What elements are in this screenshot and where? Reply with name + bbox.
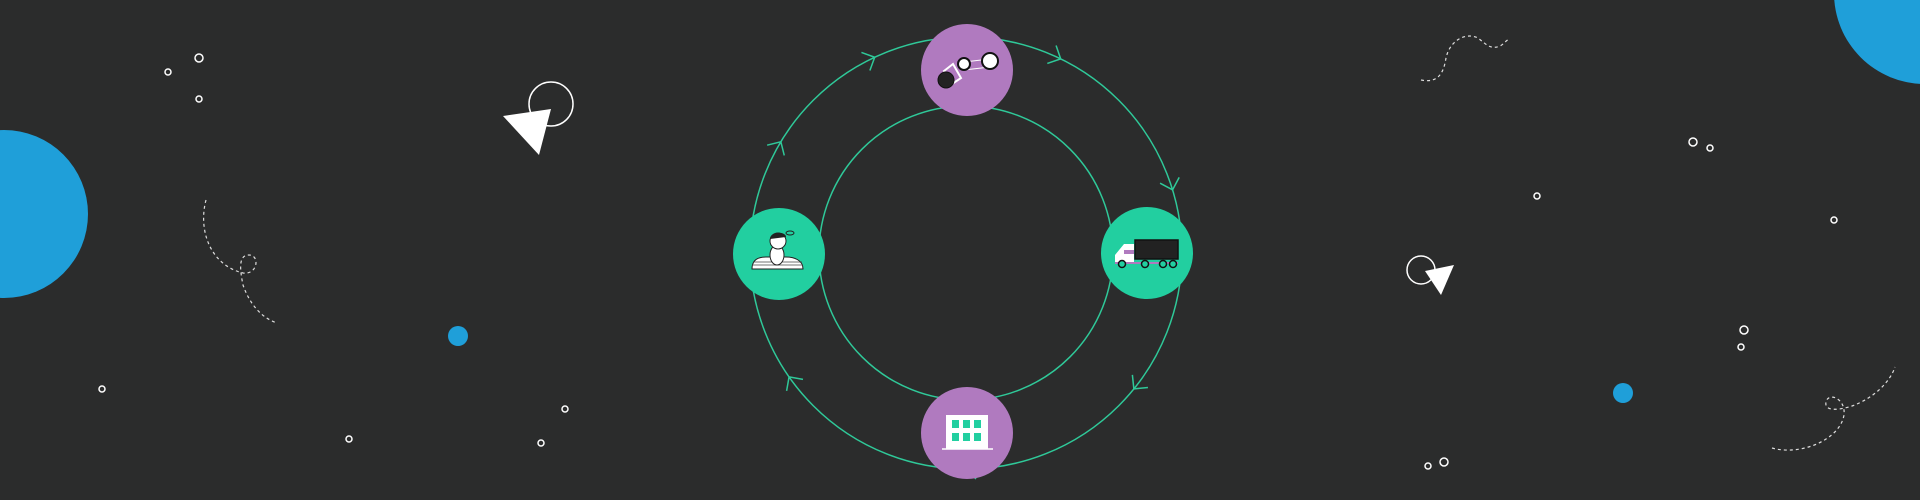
ring-dot: [1424, 462, 1432, 470]
ring-dot: [561, 405, 569, 413]
truck-icon: [1115, 239, 1179, 269]
cycle-arrow-chevron-icon: [1159, 177, 1180, 191]
ring-dot: [195, 95, 203, 103]
ring-dot: [194, 53, 204, 63]
ring-dot: [1706, 144, 1714, 152]
ring-dot: [537, 439, 545, 447]
ring-dot: [164, 68, 172, 76]
small-rings-right: [1424, 137, 1838, 470]
small-rings-left: [98, 53, 569, 447]
ring-dot: [1439, 457, 1449, 467]
ring-dot: [1830, 216, 1838, 224]
cycle-node-left: [733, 208, 825, 300]
ring-dot: [98, 385, 106, 393]
small-blue-dot: [448, 326, 468, 346]
cycle-node-bottom: [921, 387, 1013, 479]
person-with-cap-icon: [751, 230, 804, 270]
dashed-loop-path-right: [1771, 366, 1896, 451]
cycle-node-top: [921, 24, 1013, 116]
dashed-wave-path-right: [1420, 35, 1511, 82]
small-blue-dot-right: [1613, 383, 1633, 403]
ring-dot: [1533, 192, 1541, 200]
inner-cycle-ring: [818, 105, 1114, 401]
cycle-node-right: [1101, 207, 1193, 299]
ring-dot: [1688, 137, 1698, 147]
circle-triangle-shape-left: [503, 81, 574, 155]
cycle-arrow-chevron-icon: [1131, 374, 1149, 390]
large-blue-planet-top-right: [1834, 0, 1920, 84]
cycle-arrow-chevron-icon: [1047, 45, 1062, 65]
circle-triangle-shape-right: [1406, 255, 1454, 295]
warehouse-building-icon: [942, 415, 993, 450]
large-blue-planet: [0, 130, 88, 298]
robotic-arm-icon: [937, 52, 999, 89]
ring-dot: [1737, 343, 1745, 351]
ring-dot: [1739, 325, 1749, 335]
ring-dot: [345, 435, 353, 443]
cycle-arrow-chevron-icon: [861, 51, 876, 71]
dashed-loop-path-left: [203, 199, 278, 324]
cycle-arrow-chevron-icon: [785, 376, 804, 391]
cycle-arrow-chevron-icon: [766, 140, 786, 156]
